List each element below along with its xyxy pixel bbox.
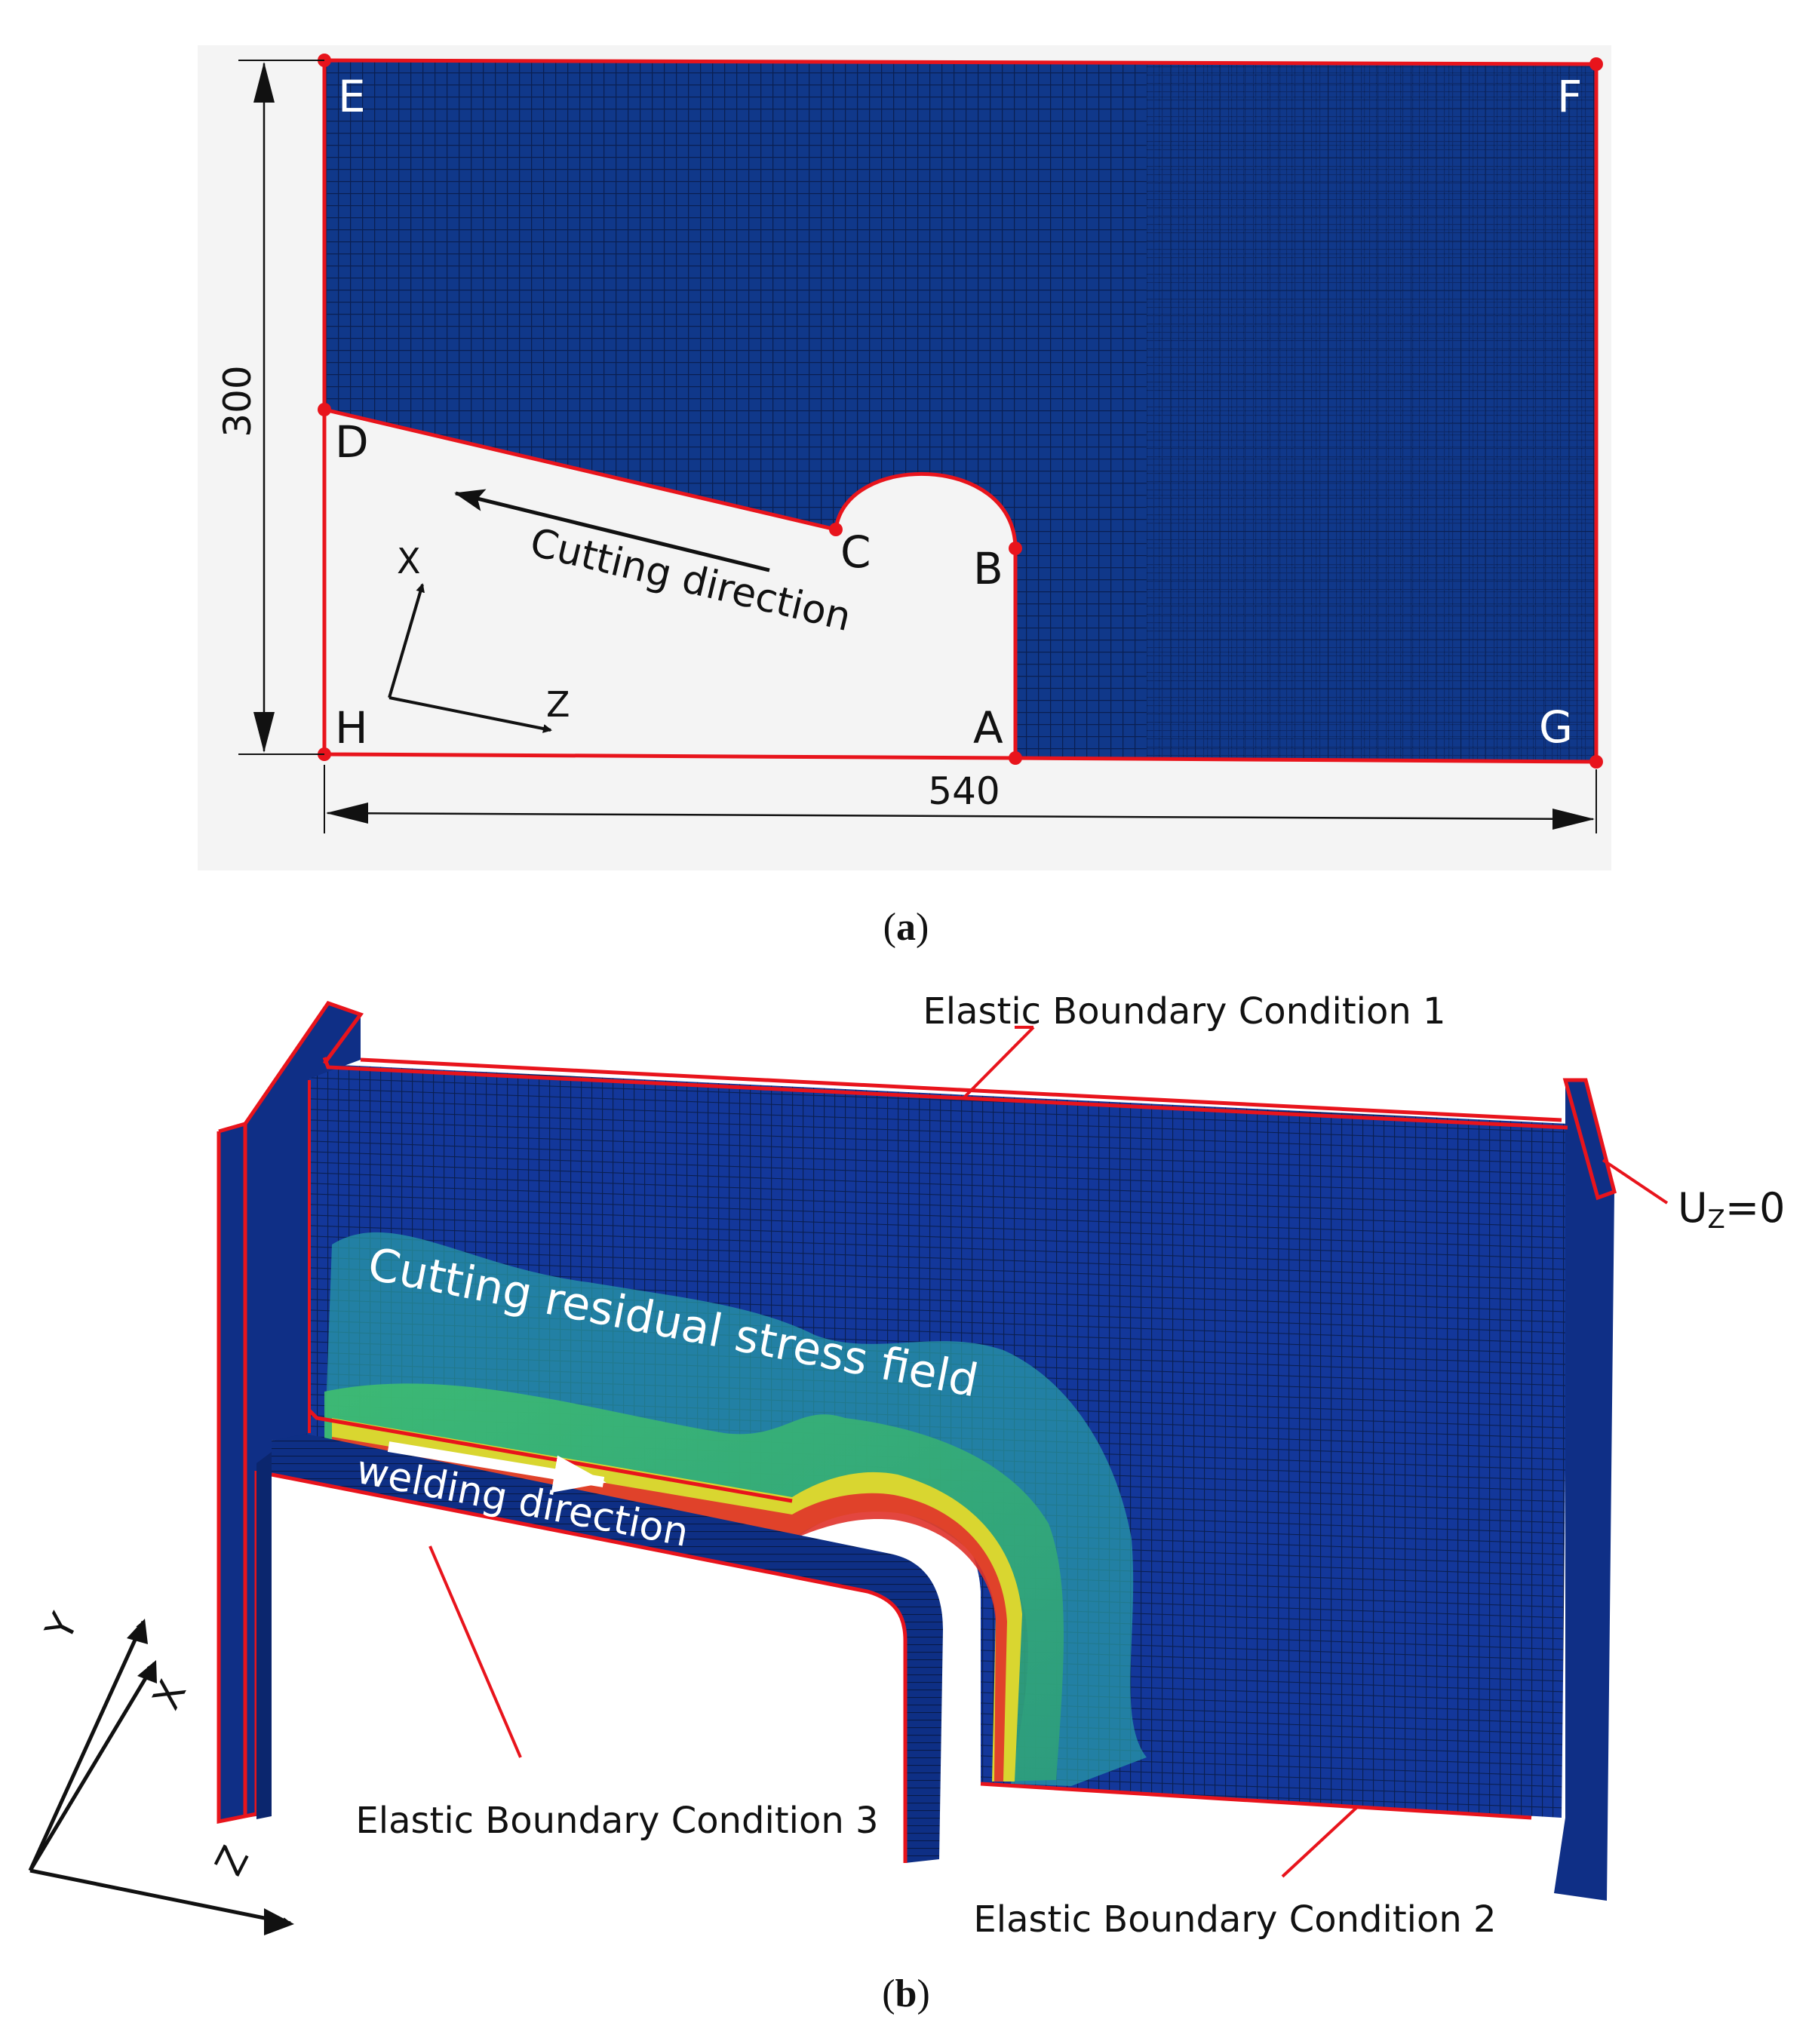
dimension-height-label: 300	[216, 365, 260, 437]
axis-x-label-a: X	[397, 541, 421, 582]
dimension-width-label: 540	[928, 769, 1000, 813]
axis-y-label-b: Y	[37, 1606, 87, 1647]
dimension-width: 540	[324, 765, 1597, 833]
right-end-plate	[1554, 1079, 1614, 1901]
boundary-edge-top	[322, 1057, 1568, 1130]
boundary-edge-bottom	[980, 1782, 1532, 1820]
point-label-a: A	[973, 702, 1003, 753]
uz-label: UZ=0	[1678, 1184, 1785, 1235]
point-label-d: D	[335, 416, 369, 468]
dimension-height: 300	[216, 60, 324, 755]
caption-b: (b)	[882, 1972, 930, 2015]
panel-b: Elastic Boundary Condition 1 Elastic Bou…	[28, 990, 1785, 2015]
point-label-b: B	[973, 543, 1003, 594]
axis-z-label-a: Z	[546, 684, 570, 725]
ebc3-label: Elastic Boundary Condition 3	[355, 1800, 878, 1842]
axes-a: X Z	[388, 541, 570, 733]
bottom-flange-left-edge	[271, 1472, 908, 1863]
left-flange-slab	[256, 1452, 272, 1819]
caption-a: (a)	[883, 906, 929, 949]
axis-z-label-b: Z	[207, 1840, 257, 1883]
left-end-plate	[219, 1003, 361, 1821]
right-end-plate-outline	[1562, 1078, 1617, 1201]
ebc2-label: Elastic Boundary Condition 2	[973, 1898, 1496, 1941]
ebc1-label: Elastic Boundary Condition 1	[923, 990, 1445, 1033]
point-label-c: C	[840, 526, 871, 578]
stress-zone-red	[332, 1437, 1007, 1782]
leader-lines	[428, 1026, 1669, 1878]
point-label-f: F	[1557, 71, 1582, 122]
cutting-direction-arrow	[454, 489, 770, 572]
point-label-h: H	[335, 702, 368, 753]
point-label-e: E	[338, 71, 366, 122]
point-label-g: G	[1539, 701, 1573, 753]
panel-a: E F G D C B H A 300 540 Cutting directio…	[198, 45, 1611, 949]
fine-mesh-zone	[1147, 65, 1595, 760]
welding-direction-arrow	[387, 1441, 607, 1493]
bottom-flange-left	[272, 1433, 943, 1863]
